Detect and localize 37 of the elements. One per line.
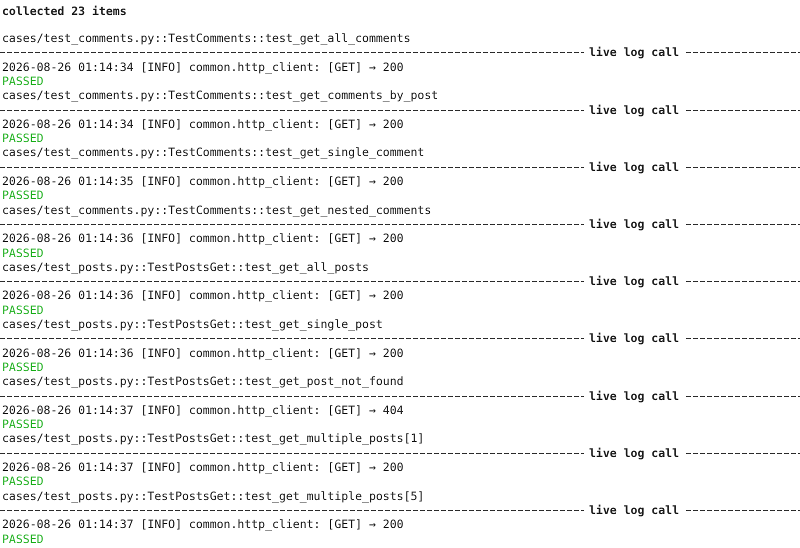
status-text: PASSED — [2, 360, 44, 374]
test-id-line: cases/test_posts.py::TestPostsGet::test_get_single_post — [2, 317, 383, 331]
status-text: PASSED — [2, 474, 44, 488]
log-line: 2026-08-26 01:14:34 [INFO] common.http_client: [GET] → 200 — [2, 116, 404, 131]
section-label: live log call — [584, 446, 684, 460]
test-id-line: cases/test_posts.py::TestPostsGet::test_get_post_not_found — [2, 374, 404, 388]
status-text: PASSED — [2, 246, 44, 260]
status-text: PASSED — [2, 131, 44, 146]
status-text: PASSED — [2, 74, 44, 88]
log-line: 2026-08-26 01:14:37 [INFO] common.http_client: [GET] → 200 — [2, 517, 404, 532]
log-line: 2026-08-26 01:14:37 [INFO] common.http_client: [GET] → 404 — [2, 402, 404, 417]
section-label: live log call — [584, 502, 684, 517]
log-line: 2026-08-26 01:14:37 [INFO] common.http_client: [GET] → 200 — [2, 460, 404, 474]
log-line: 2026-08-26 01:14:36 [INFO] common.http_client: [GET] → 200 — [2, 346, 404, 360]
log-line: 2026-08-26 01:14:36 [INFO] common.http_client: [GET] → 200 — [2, 231, 404, 246]
section-label: live log call — [584, 216, 684, 231]
log-line: 2026-08-26 01:14:35 [INFO] common.http_client: [GET] → 200 — [2, 174, 404, 188]
status-text: PASSED — [2, 417, 44, 432]
test-id-line: cases/test_posts.py::TestPostsGet::test_get_multiple_posts[1] — [2, 431, 424, 446]
status-text: PASSED — [2, 532, 44, 546]
log-line: 2026-08-26 01:14:36 [INFO] common.http_client: [GET] → 200 — [2, 288, 404, 302]
section-label: live log call — [584, 160, 684, 174]
test-id-line: cases/test_posts.py::TestPostsGet::test_get_all_posts — [2, 260, 369, 274]
section-label: live log call — [584, 388, 684, 402]
section-label: live log call — [584, 45, 684, 60]
test-id-line: cases/test_comments.py::TestComments::test_get_single_comment — [2, 145, 424, 160]
log-line: 2026-08-26 01:14:34 [INFO] common.http_client: [GET] → 200 — [2, 60, 404, 74]
section-label: live log call — [584, 331, 684, 346]
status-text: PASSED — [2, 188, 44, 202]
section-label: live log call — [584, 102, 684, 116]
summary-line: collected 23 items — [2, 4, 127, 18]
section-label: live log call — [584, 274, 684, 288]
test-id-line: cases/test_comments.py::TestComments::test_get_all_comments — [2, 31, 410, 45]
test-id-line: cases/test_comments.py::TestComments::test_get_nested_comments — [2, 202, 432, 217]
test-id-line: cases/test_comments.py::TestComments::test_get_comments_by_post — [2, 88, 438, 102]
status-text: PASSED — [2, 302, 44, 317]
test-id-line: cases/test_posts.py::TestPostsGet::test_get_multiple_posts[5] — [2, 488, 424, 503]
